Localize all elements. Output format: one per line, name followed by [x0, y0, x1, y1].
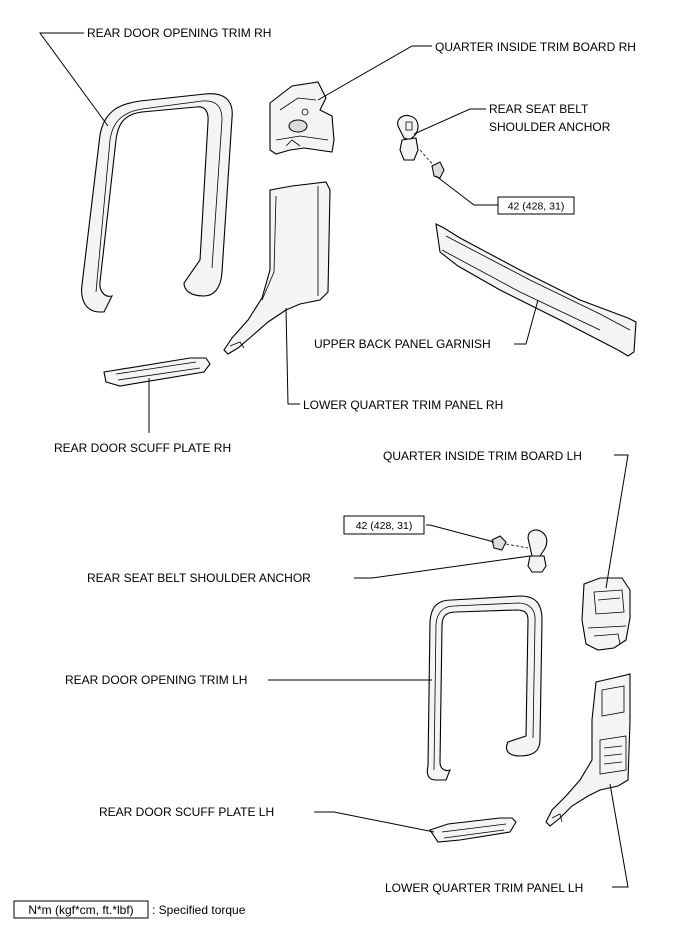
- labels: REAR DOOR OPENING TRIM RH QUARTER INSIDE…: [54, 26, 636, 895]
- rear-door-opening-trim-lh-part: [426, 595, 543, 781]
- legend-description: : Specified torque: [152, 903, 246, 917]
- torque-legend: N*m (kgf*cm, ft.*lbf) : Specified torque: [13, 900, 246, 919]
- label-lower-quarter-trim-panel-rh: LOWER QUARTER TRIM PANEL RH: [303, 398, 503, 412]
- rear-door-opening-trim-rh-part: [81, 93, 233, 313]
- rear-door-scuff-plate-lh-part: [429, 817, 517, 843]
- label-rear-door-opening-trim-rh: REAR DOOR OPENING TRIM RH: [87, 26, 271, 40]
- label-rear-door-opening-trim-lh: REAR DOOR OPENING TRIM LH: [65, 673, 247, 687]
- lower-quarter-trim-panel-rh-part: [223, 181, 331, 355]
- quarter-inside-trim-board-rh-part: [269, 81, 335, 155]
- label-rear-seat-belt-shoulder-anchor-rh-line1: REAR SEAT BELT: [489, 102, 589, 116]
- rear-seat-belt-shoulder-anchor-lh-part: [491, 529, 548, 573]
- lower-quarter-trim-panel-lh-part: [545, 673, 631, 827]
- label-quarter-inside-trim-board-rh: QUARTER INSIDE TRIM BOARD RH: [435, 40, 636, 54]
- label-upper-back-panel-garnish: UPPER BACK PANEL GARNISH: [314, 337, 491, 351]
- torque-value-rh: 42 (428, 31): [508, 201, 565, 213]
- quarter-inside-trim-board-lh-part: [581, 577, 631, 651]
- label-lower-quarter-trim-panel-lh: LOWER QUARTER TRIM PANEL LH: [385, 881, 583, 895]
- label-rear-seat-belt-shoulder-anchor-lh: REAR SEAT BELT SHOULDER ANCHOR: [87, 571, 311, 585]
- torque-value-lh: 42 (428, 31): [356, 520, 413, 532]
- label-quarter-inside-trim-board-lh: QUARTER INSIDE TRIM BOARD LH: [383, 449, 582, 463]
- rear-seat-belt-shoulder-anchor-rh-part: [397, 114, 445, 179]
- label-rear-door-scuff-plate-lh: REAR DOOR SCUFF PLATE LH: [99, 805, 274, 819]
- label-rear-door-scuff-plate-rh: REAR DOOR SCUFF PLATE RH: [54, 441, 231, 455]
- torque-box-lh: 42 (428, 31): [343, 515, 425, 535]
- label-rear-seat-belt-shoulder-anchor-rh-line2: SHOULDER ANCHOR: [489, 120, 611, 134]
- torque-box-rh: 42 (428, 31): [497, 196, 575, 215]
- leader-lines: [39, 32, 629, 888]
- rear-door-scuff-plate-rh-part: [103, 357, 211, 387]
- legend-unit-box: N*m (kgf*cm, ft.*lbf): [28, 903, 133, 917]
- upper-back-panel-garnish-part: [435, 223, 637, 357]
